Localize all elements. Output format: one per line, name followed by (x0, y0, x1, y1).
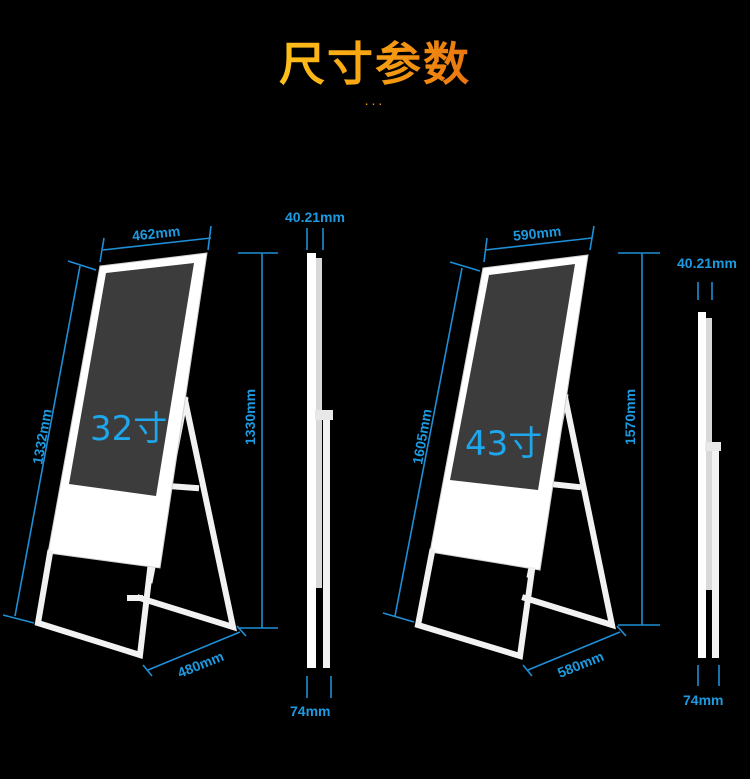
crossbar (546, 480, 582, 491)
size-label-32: 32寸 (90, 409, 167, 449)
back-leg (136, 396, 237, 632)
stand-43-side-view (698, 312, 721, 658)
back-leg (521, 393, 616, 630)
stand-32-front-view (34, 252, 237, 659)
title-decoration: ... (364, 92, 386, 108)
thickness-label: 40.21mm (677, 255, 737, 271)
height-label: 1330mm (242, 389, 258, 445)
diagonal-height-label: 1605mm (409, 408, 434, 466)
screen (450, 264, 575, 490)
hinge (705, 442, 721, 451)
front-leg (414, 548, 536, 660)
front-leg (34, 549, 154, 659)
side-front-post (698, 312, 706, 658)
side-back-post (712, 450, 719, 658)
stand-43-front-view (414, 254, 616, 660)
leg-width-label: 74mm (290, 703, 330, 719)
screen (69, 263, 194, 496)
size-label-43: 43寸 (465, 424, 542, 464)
hinge (315, 410, 333, 420)
diagonal-height-label: 1332mm (29, 408, 54, 466)
stand-32-side-view (307, 253, 333, 668)
base-depth-label: 480mm (175, 648, 226, 681)
page-title: 尺寸参数 (275, 28, 475, 94)
thickness-label: 40.21mm (285, 209, 345, 225)
height-label: 1570mm (622, 389, 638, 445)
side-back-post (323, 420, 330, 668)
base-depth-label: 580mm (555, 648, 606, 681)
width-label: 590mm (512, 223, 562, 244)
side-front-post (307, 253, 316, 668)
width-label: 462mm (131, 223, 181, 244)
leg-width-label: 74mm (683, 692, 723, 708)
